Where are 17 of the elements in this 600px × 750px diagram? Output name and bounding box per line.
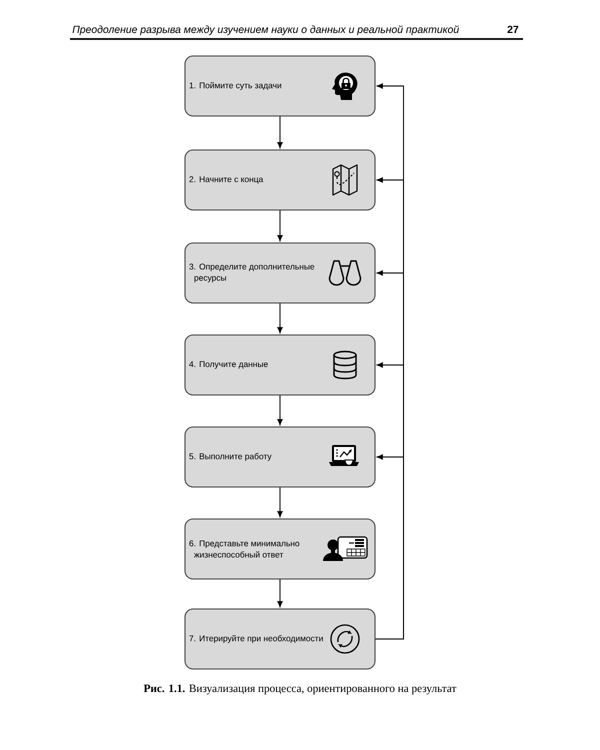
page-number: 27 [508,26,518,33]
process-box: 3. Определите дополнительные ресурсы [184,242,376,304]
process-box: 7. Итерируйте при необходимости [184,608,376,670]
process-box: 1. Поймите суть задачи [184,55,376,117]
process-box: 6. Представьте минимально жизнеспособный ответ [184,518,376,580]
arrow [277,210,283,242]
arrow [277,303,283,334]
process-box: 2. Начните с конца [184,149,376,211]
process-box: 4. Получите данные [184,334,376,396]
feedback-arrow [375,454,404,640]
arrow [277,116,283,148]
process-box: 5. Выполните работу [184,426,376,488]
figure-caption: Рис. 1.1. Визуализация процесса, ориентированного на результат [144,684,456,694]
arrow [277,395,283,426]
arrow [277,579,283,608]
running-header: Преодоление разрыва между изучением науки о данных и реальной практикой [72,25,459,36]
arrow [277,487,283,518]
